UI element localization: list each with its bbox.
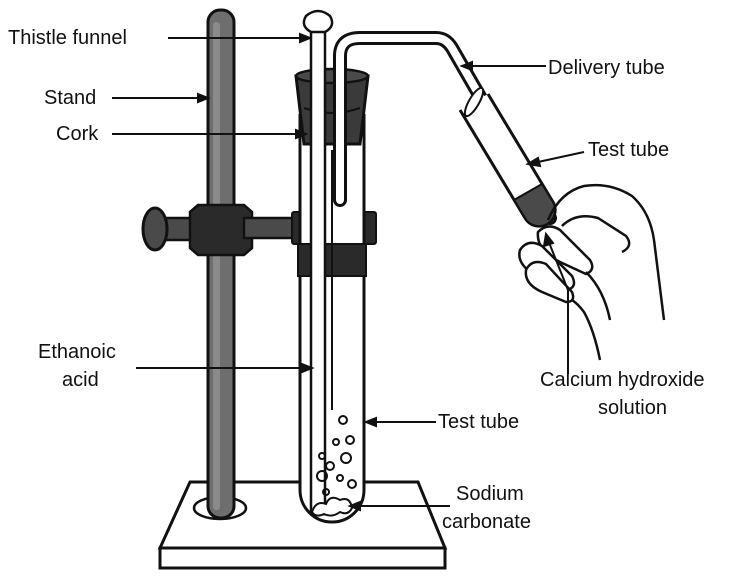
delivery-tube [333,31,557,225]
label-ethanoic-acid-line1: Ethanoic [38,341,116,363]
cork [294,67,370,146]
label-calcium-hydroxide-line2: solution [598,397,667,419]
label-sodium-carbonate-line2: carbonate [442,511,531,533]
label-test-tube-right: Test tube [588,139,669,161]
label-sodium-carbonate-line1: Sodium [456,483,524,505]
thistle-funnel [302,9,334,514]
label-cork: Cork [56,123,99,145]
label-calcium-hydroxide-line1: Calcium hydroxide [540,369,705,391]
label-ethanoic-acid-line2: acid [62,369,99,391]
sodium-carbonate-solid [310,496,354,517]
label-delivery-tube: Delivery tube [548,57,665,79]
leader-lines [112,32,585,512]
label-stand: Stand [44,87,96,109]
stand-rod [206,8,236,520]
label-thistle-funnel: Thistle funnel [8,27,127,49]
label-test-tube-center: Test tube [438,411,519,433]
bubbles [316,415,357,496]
held-test-tube [458,86,557,228]
